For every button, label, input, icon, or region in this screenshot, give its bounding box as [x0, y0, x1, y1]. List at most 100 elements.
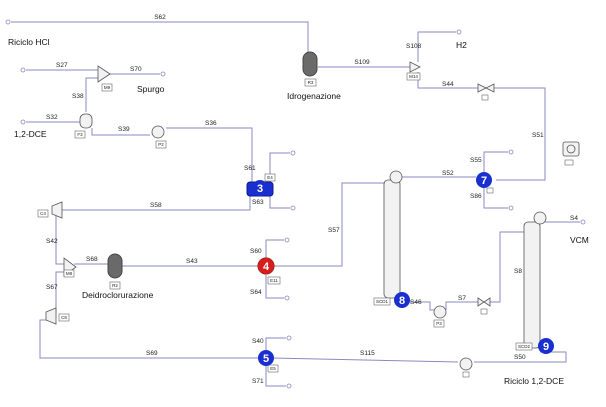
node-s40[interactable]: [286, 335, 292, 341]
valve-s44-icon-b[interactable]: [485, 83, 495, 93]
valve-s8-tag-box: [480, 308, 488, 315]
label-s55: S55: [470, 157, 482, 164]
valve-s8-icon-b[interactable]: [483, 297, 491, 307]
stream-s108[interactable]: [417, 31, 456, 62]
compressor-c4-icon[interactable]: [51, 201, 63, 219]
label-s50: S50: [514, 354, 526, 361]
valve-s44-icon[interactable]: [477, 83, 487, 93]
reactor-r2-icon[interactable]: [107, 253, 123, 279]
stream-s57[interactable]: [274, 182, 384, 267]
label-s64: S64: [250, 289, 262, 296]
tag-m14: M14: [409, 74, 418, 79]
stream-s55[interactable]: [483, 151, 508, 172]
stream-s67[interactable]: [55, 271, 64, 313]
label-riciclo-hcl: Riciclo HCl: [8, 37, 50, 47]
stream-s40[interactable]: [265, 337, 286, 350]
stream-s39[interactable]: [91, 128, 150, 136]
marker-9[interactable]: [538, 338, 554, 354]
mixer-m9-icon[interactable]: [97, 65, 111, 83]
product-node-vcm[interactable]: [580, 219, 586, 225]
node-s63[interactable]: [290, 205, 296, 211]
label-deidroclorurazione: Deidroclorurazione: [82, 290, 154, 300]
marker-4[interactable]: [258, 258, 274, 274]
label-s63: S63: [252, 199, 264, 206]
stream-s71[interactable]: [265, 366, 286, 387]
marker-8[interactable]: [394, 292, 410, 308]
feed-node-hcl[interactable]: [5, 19, 11, 25]
stream-s60[interactable]: [265, 239, 284, 258]
label-idrogenazione: Idrogenazione: [287, 91, 341, 101]
monitor-gauge-icon: [566, 144, 576, 154]
reactor-r3-icon[interactable]: [302, 51, 318, 77]
marker-5-label: 5: [263, 353, 269, 365]
pump-p3-icon[interactable]: [433, 305, 447, 319]
node-s71[interactable]: [286, 383, 292, 389]
label-spurgo: Spurgo: [137, 84, 165, 94]
node-s60[interactable]: [284, 237, 290, 243]
tag-m8: M8: [66, 271, 73, 276]
stream-s63[interactable]: [269, 196, 290, 209]
condenser-scd1-icon[interactable]: [389, 170, 403, 184]
stream-s7[interactable]: [445, 301, 478, 310]
stream-lines: [11, 21, 580, 387]
numbered-markers: 3 4 5 7 8 9: [252, 172, 554, 366]
stream-s86[interactable]: [483, 188, 508, 209]
tag-r3: R3: [308, 80, 314, 85]
column-scd2-icon[interactable]: [523, 221, 541, 349]
node-s61[interactable]: [290, 150, 296, 156]
stream-s8[interactable]: [490, 231, 524, 303]
tag-scd2: SCD2: [518, 344, 531, 349]
stream-s64[interactable]: [265, 275, 284, 299]
stream-terminal-nodes: [5, 19, 586, 389]
label-s61: S61: [244, 165, 256, 172]
pump-recycle-icon[interactable]: [459, 357, 473, 371]
label-s62: S62: [154, 14, 166, 21]
marker-3-label: 3: [257, 183, 263, 195]
feed-node-dce[interactable]: [20, 119, 26, 125]
node-s55[interactable]: [508, 149, 514, 155]
label-s4: S4: [570, 215, 578, 222]
label-s60: S60: [250, 248, 262, 255]
stream-s36[interactable]: [166, 127, 253, 182]
product-node-h2[interactable]: [456, 29, 462, 35]
tag-p2: P2: [158, 142, 164, 147]
product-node-spurgo[interactable]: [160, 71, 166, 77]
tag-m9: M9: [104, 85, 111, 90]
pump-p2-icon[interactable]: [151, 125, 165, 139]
node-s86[interactable]: [508, 205, 514, 211]
flash-f3-icon[interactable]: [79, 113, 93, 129]
label-s57: S57: [328, 227, 340, 234]
stream-s38[interactable]: [85, 77, 98, 112]
valve-s8-icon[interactable]: [477, 297, 485, 307]
node-s64[interactable]: [284, 295, 290, 301]
splitter-m14-icon[interactable]: [409, 61, 421, 73]
stream-s58[interactable]: [62, 196, 251, 211]
stream-s50[interactable]: [474, 351, 567, 363]
marker-7[interactable]: [476, 172, 492, 188]
stream-s69[interactable]: [39, 319, 258, 359]
monitor-icon[interactable]: [562, 141, 580, 157]
descriptive-labels: Riciclo HCl H2 Idrogenazione Spurgo 1,2-…: [8, 37, 589, 386]
stream-s115[interactable]: [271, 357, 459, 363]
feed-node-s27[interactable]: [20, 67, 26, 73]
label-s39: S39: [118, 126, 130, 133]
label-dce: 1,2-DCE: [14, 129, 47, 139]
tag-p3: P3: [436, 321, 442, 326]
condenser-scd2-icon[interactable]: [533, 211, 547, 225]
tag-r2: R2: [112, 283, 118, 288]
label-s38: S38: [72, 93, 84, 100]
marker-5[interactable]: [258, 350, 274, 366]
stream-s42[interactable]: [55, 216, 64, 265]
label-s68: S68: [86, 256, 98, 263]
stream-s61[interactable]: [269, 152, 290, 182]
stream-s62[interactable]: [11, 21, 309, 58]
compressor-c8-icon[interactable]: [45, 307, 57, 325]
tag-e4: E4: [267, 175, 273, 180]
stream-s44[interactable]: [417, 72, 546, 181]
marker-7-label: 7: [481, 175, 487, 187]
column-scd1-icon[interactable]: [383, 179, 401, 299]
valve-s44-tag-box: [481, 94, 489, 101]
marker-3[interactable]: [252, 180, 268, 196]
label-h2: H2: [456, 40, 467, 50]
label-s70: S70: [130, 66, 142, 73]
